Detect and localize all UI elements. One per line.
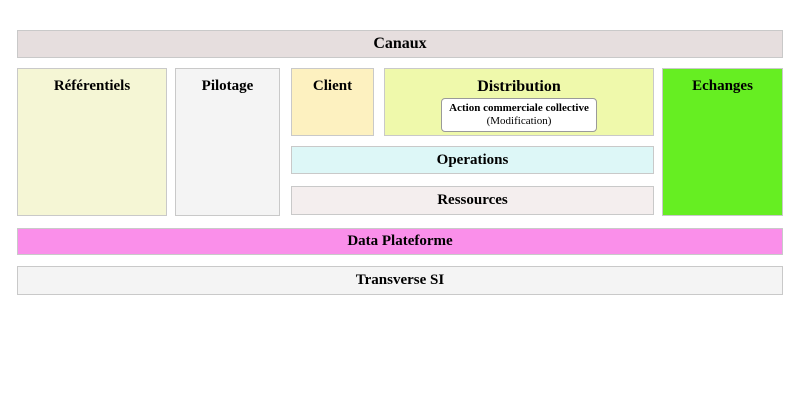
block-echanges-label: Echanges [692, 78, 753, 94]
band-transverse-si[interactable]: Transverse SI [17, 266, 783, 295]
band-data-plateforme-label: Data Plateforme [347, 233, 453, 250]
block-client[interactable]: Client [291, 68, 374, 136]
band-canaux[interactable]: Canaux [17, 30, 783, 58]
block-pilotage-label: Pilotage [201, 78, 254, 94]
item-action-commerciale-collective[interactable]: Action commerciale collective (Modificat… [441, 98, 597, 133]
block-ressources[interactable]: Ressources [291, 186, 654, 215]
band-data-plateforme[interactable]: Data Plateforme [17, 228, 783, 255]
block-echanges[interactable]: Echanges [662, 68, 783, 216]
block-ressources-label: Ressources [437, 192, 508, 209]
block-distribution-label: Distribution [477, 77, 561, 95]
block-operations-label: Operations [436, 151, 509, 168]
band-canaux-label: Canaux [373, 35, 427, 53]
item-action-commerciale-subtitle: (Modification) [486, 114, 552, 127]
block-referentiels[interactable]: Référentiels [17, 68, 167, 216]
band-transverse-si-label: Transverse SI [355, 272, 445, 289]
block-distribution[interactable]: Distribution Action commerciale collecti… [384, 68, 654, 136]
block-client-label: Client [312, 78, 353, 94]
item-action-commerciale-title: Action commerciale collective [449, 102, 589, 115]
block-pilotage[interactable]: Pilotage [175, 68, 280, 216]
block-referentiels-label: Référentiels [53, 78, 131, 94]
block-operations[interactable]: Operations [291, 146, 654, 174]
